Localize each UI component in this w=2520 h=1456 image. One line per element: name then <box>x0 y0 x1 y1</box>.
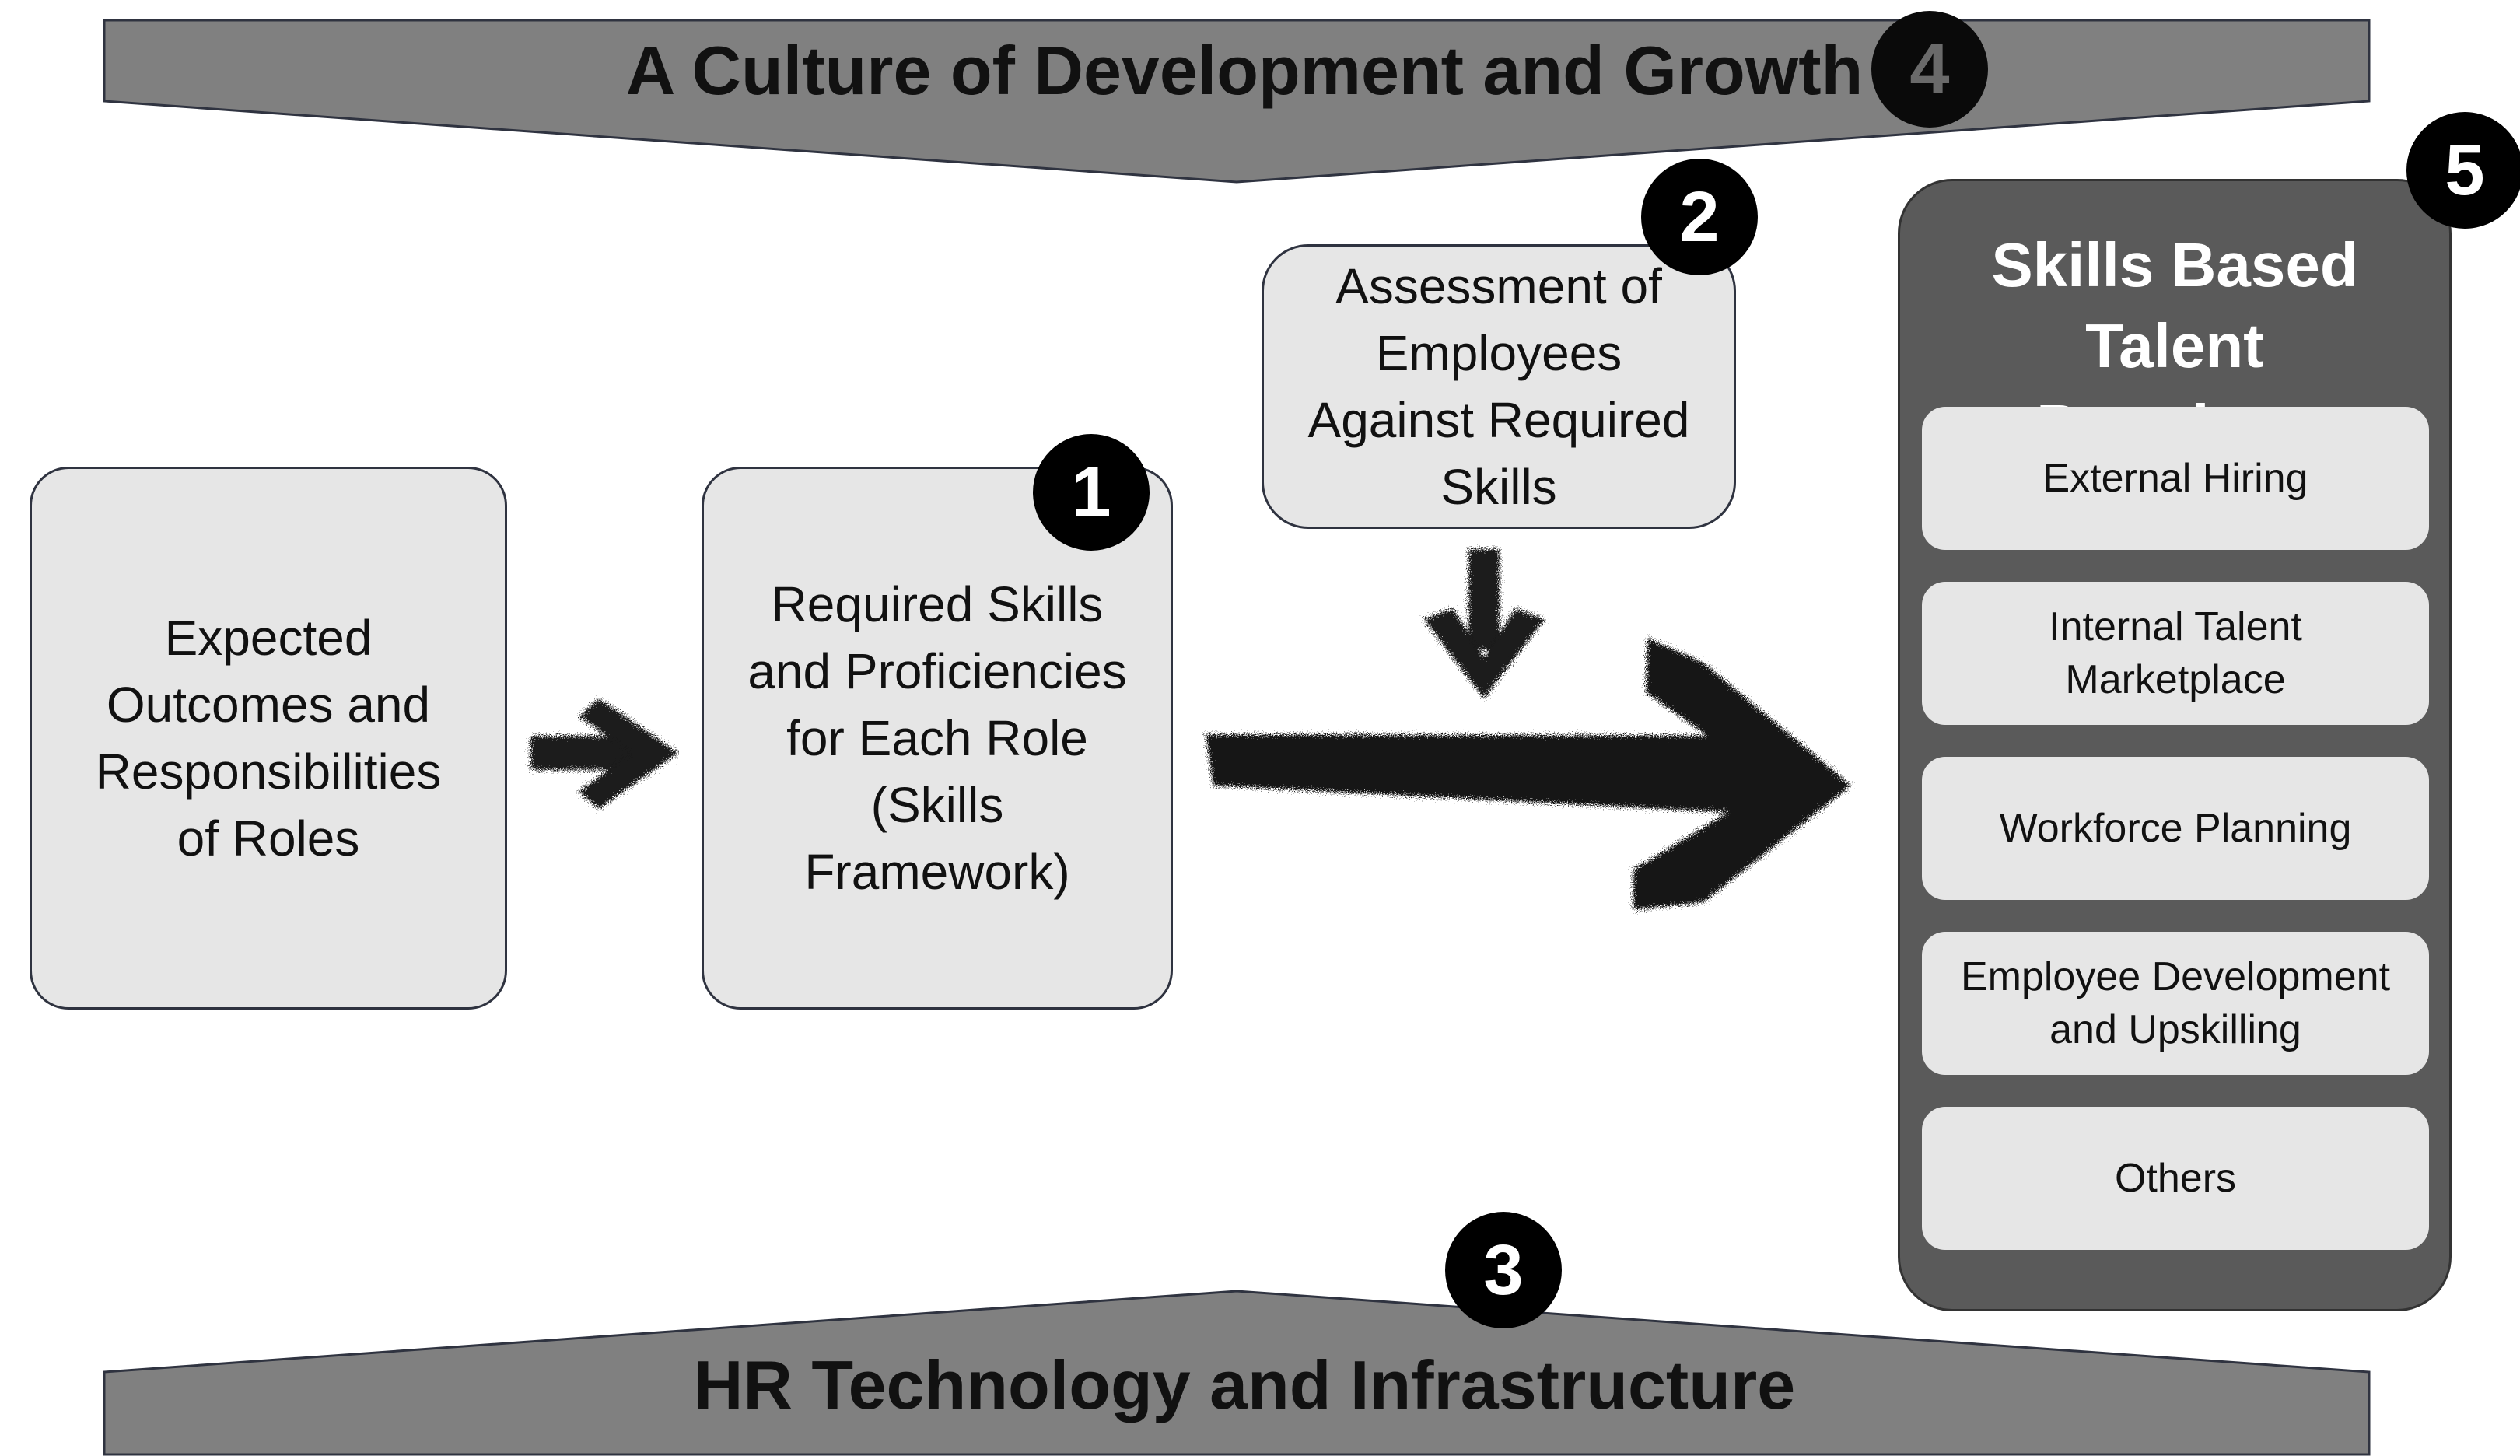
step-badge-4: 4 <box>1871 11 1988 128</box>
practice-label: Internal Talent Marketplace <box>2049 604 2302 702</box>
talent-practices-panel: Skills Based Talent Practices External H… <box>1898 179 2452 1311</box>
small-arrow-icon <box>530 698 678 809</box>
outcomes-label: Expected Outcomes and Responsibilities o… <box>95 610 442 866</box>
bottom-banner-shape <box>103 1290 2371 1456</box>
practice-item-employee-development: Employee Development and Upskilling <box>1922 932 2429 1075</box>
assessment-label: Assessment of Employees Against Required… <box>1307 258 1690 515</box>
step-badge-3: 3 <box>1445 1212 1562 1328</box>
practice-label: External Hiring <box>2042 456 2308 501</box>
practice-label: Workforce Planning <box>1999 806 2352 851</box>
outcomes-box: Expected Outcomes and Responsibilities o… <box>30 467 507 1010</box>
practice-item-external-hiring: External Hiring <box>1922 407 2429 550</box>
skills-framework-box: Required Skills and Proficiencies for Ea… <box>702 467 1173 1010</box>
practice-item-others: Others <box>1922 1107 2429 1250</box>
practice-item-workforce-planning: Workforce Planning <box>1922 757 2429 900</box>
bottom-banner-title: HR Technology and Infrastructure <box>693 1346 1796 1423</box>
practice-label: Others <box>2114 1156 2237 1201</box>
step-badge-1: 1 <box>1033 434 1150 551</box>
practice-label: Employee Development and Upskilling <box>1960 954 2391 1052</box>
down-arrow-icon <box>1423 549 1545 698</box>
step-badge-5: 5 <box>2406 112 2520 229</box>
top-banner-title: A Culture of Development and Growth <box>625 32 1864 109</box>
assessment-box: Assessment of Employees Against Required… <box>1262 244 1736 529</box>
top-banner-shape <box>103 19 2371 184</box>
skills-framework-label: Required Skills and Proficiencies for Ea… <box>747 576 1127 900</box>
practice-item-internal-marketplace: Internal Talent Marketplace <box>1922 582 2429 725</box>
step-badge-2: 2 <box>1641 159 1758 275</box>
big-arrow-icon <box>1206 638 1851 910</box>
